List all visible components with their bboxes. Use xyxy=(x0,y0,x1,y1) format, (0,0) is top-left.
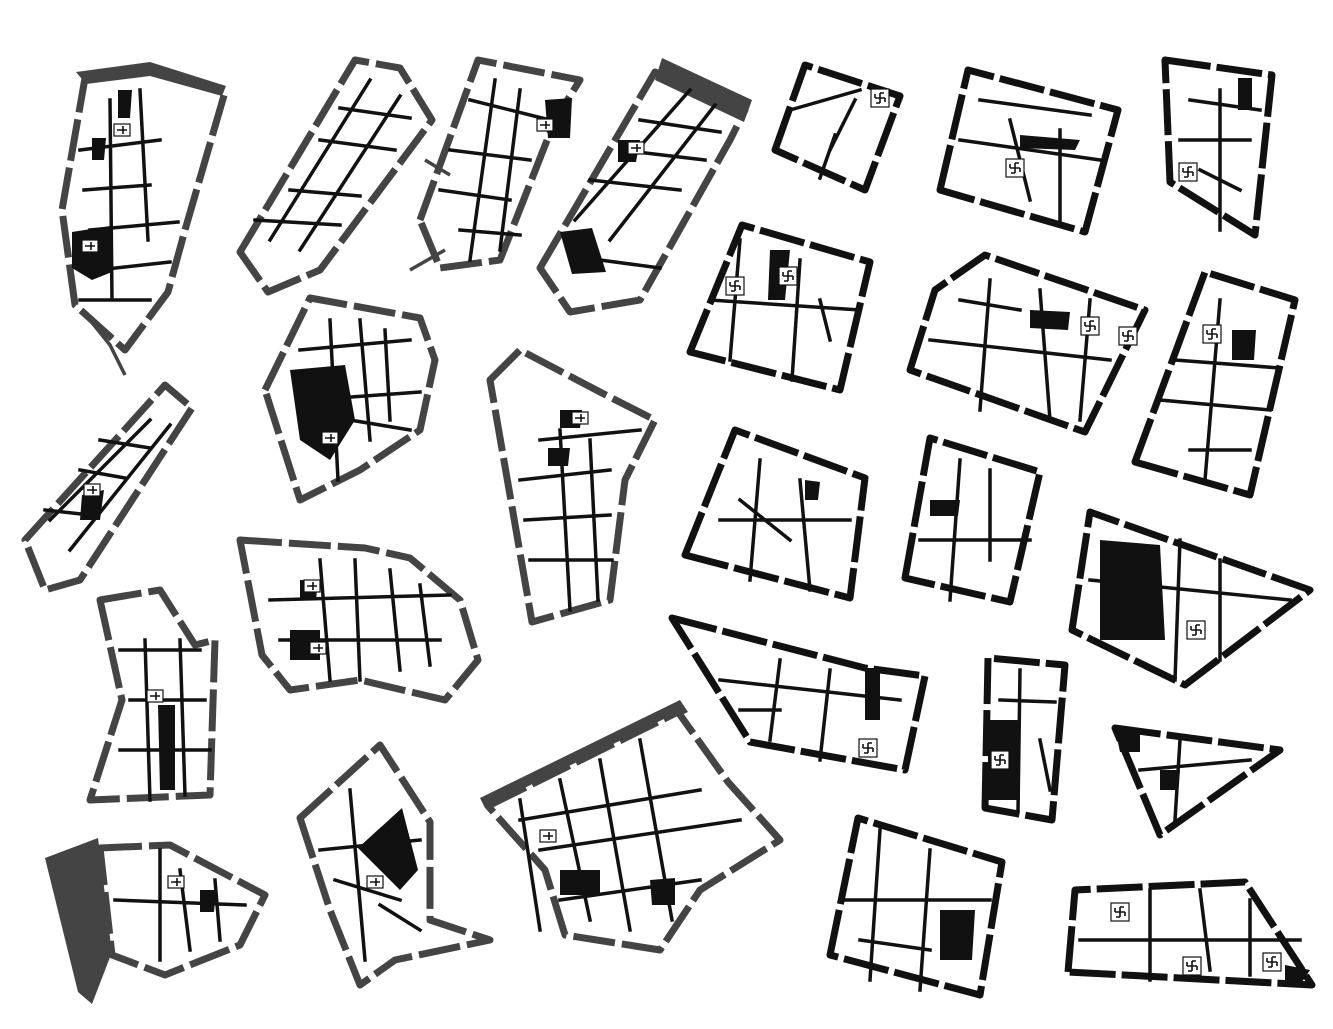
block-plan-rect xyxy=(826,814,1006,999)
block-plan-organic xyxy=(409,56,584,272)
block-plan-rect xyxy=(1068,508,1314,689)
block-plan-organic xyxy=(45,838,269,1004)
block-plan-organic xyxy=(480,700,784,954)
block-plan-organic xyxy=(58,62,229,376)
block-plan-rect xyxy=(901,434,1044,606)
block-plan-rect xyxy=(1064,878,1316,989)
block-plan-rect xyxy=(771,61,904,194)
block-plan-organic xyxy=(536,58,752,316)
block-plan-rect xyxy=(681,426,869,602)
block-plan-rect xyxy=(981,654,1069,824)
block-plan-organic xyxy=(236,56,436,296)
block-plan-organic xyxy=(21,381,196,594)
block-plan-rect xyxy=(668,614,929,774)
block-plan-organic xyxy=(236,536,482,704)
block-plan-rect xyxy=(686,221,874,394)
block-plan-rect xyxy=(936,66,1122,236)
block-plan-organic xyxy=(261,294,439,504)
block-plan-organic xyxy=(296,741,494,989)
block-plan-rect xyxy=(1161,56,1276,239)
block-plan-rect xyxy=(1131,268,1299,499)
block-plan-rect xyxy=(906,251,1149,436)
block-plan-rect xyxy=(1111,724,1284,839)
block-plan-organic xyxy=(486,346,659,626)
block-plan-organic xyxy=(86,586,219,804)
